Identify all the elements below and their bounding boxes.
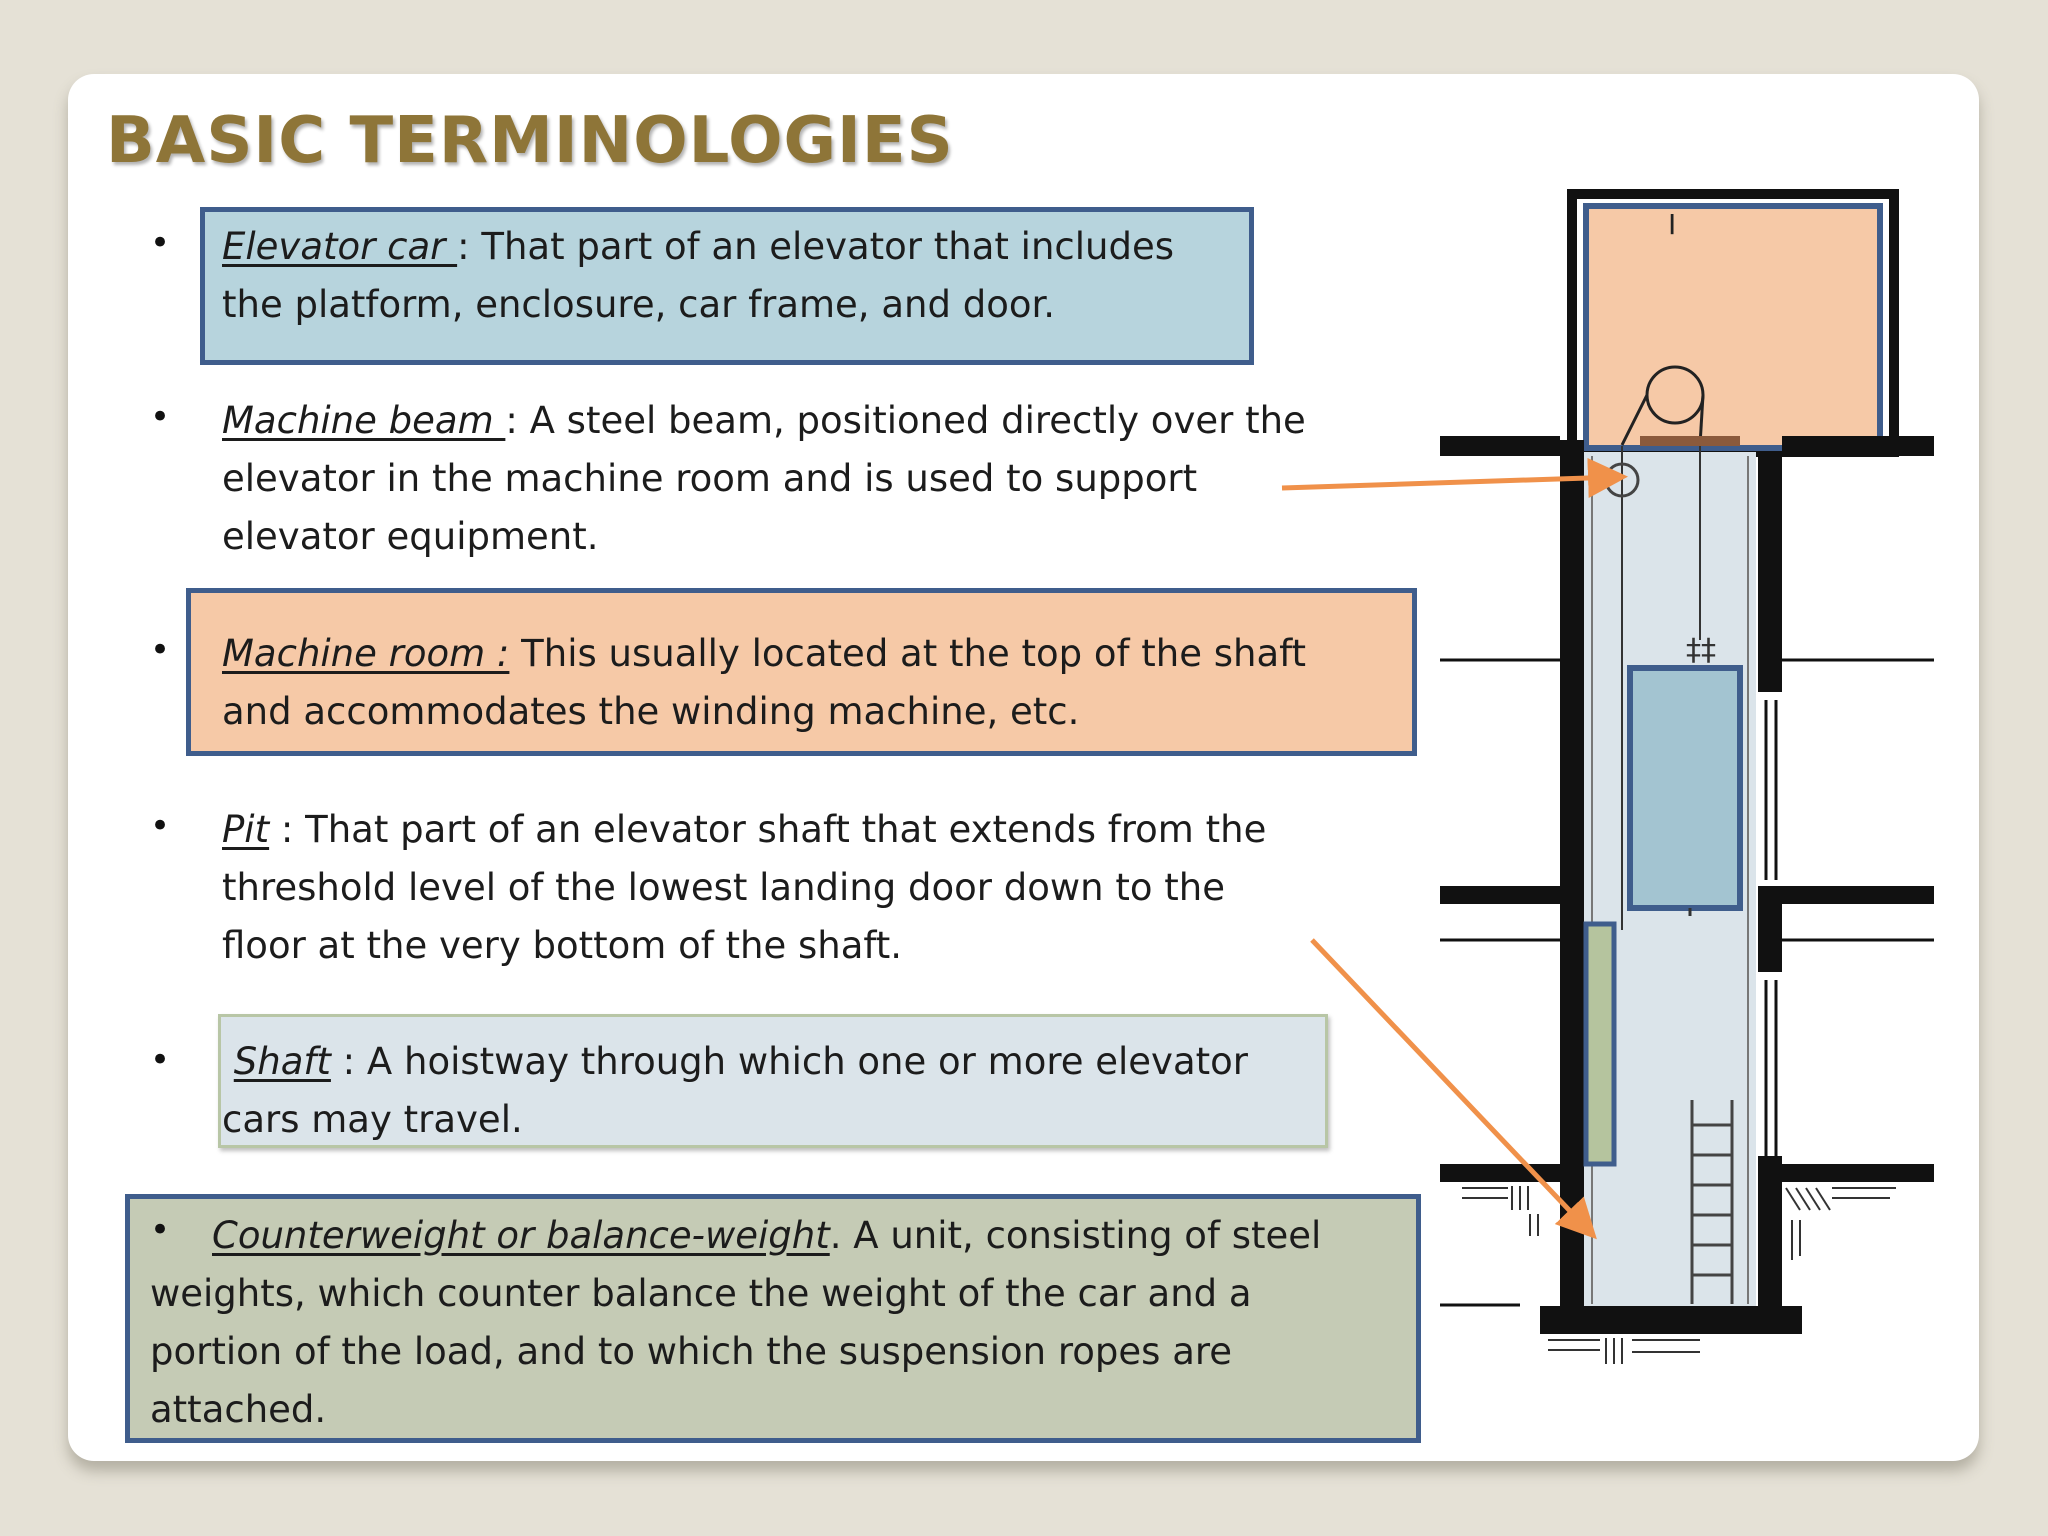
term-separator: :	[269, 808, 306, 851]
term-name: Elevator car	[222, 225, 458, 268]
bullet: •	[150, 397, 171, 437]
term-machine-room: Machine room : This usually located at t…	[222, 625, 1306, 741]
term-definition: A unit, consisting of steel	[853, 1214, 1322, 1257]
term-pit: Pit : That part of an elevator shaft tha…	[222, 801, 1266, 975]
term-shaft: Shaft : A hoistway through which one or …	[222, 1033, 1248, 1149]
floor-slab	[1782, 886, 1934, 904]
term-name: Counterweight or balance-weight	[212, 1214, 830, 1257]
page-title: BASIC TERMINOLOGIES	[106, 104, 954, 178]
term-definition: This usually located at the top of the s…	[521, 632, 1307, 675]
machine-beam	[1640, 436, 1740, 446]
term-definition: elevator equipment.	[222, 515, 599, 558]
term-elevator-car: Elevator car : That part of an elevator …	[222, 218, 1174, 334]
machine-room-box	[186, 588, 1417, 756]
counterweight	[1583, 921, 1617, 1167]
bullet: •	[150, 630, 171, 670]
term-definition: cars may travel.	[222, 1098, 523, 1141]
machine-room-highlight	[1583, 203, 1883, 451]
floor-slab	[1782, 436, 1934, 456]
term-separator: :	[457, 225, 482, 268]
term-definition: attached.	[150, 1388, 327, 1431]
elevator-car-box	[200, 207, 1254, 365]
term-separator: .	[829, 1214, 854, 1257]
term-name: Machine beam	[222, 399, 506, 442]
term-machine-beam: Machine beam : A steel beam, positioned …	[222, 392, 1306, 566]
term-separator: :	[505, 399, 530, 442]
term-name: Machine room :	[222, 632, 510, 675]
term-definition: portion of the load, and to which the su…	[150, 1330, 1233, 1373]
svg-text:‡‡: ‡‡	[1686, 633, 1716, 668]
term-definition: weights, which counter balance the weigh…	[150, 1272, 1252, 1315]
term-definition: A hoistway through which one or more ele…	[366, 1040, 1248, 1083]
term-definition: That part of an elevator shaft that exte…	[305, 808, 1267, 851]
bullet: •	[150, 806, 171, 846]
counterweight-box	[125, 1194, 1421, 1443]
term-separator: :	[330, 1040, 367, 1083]
term-definition: A steel beam, positioned directly over t…	[529, 399, 1306, 442]
bullet: •	[150, 1040, 171, 1080]
machine-beam-arrow	[1281, 457, 1628, 498]
term-definition: the platform, enclosure, car frame, and …	[222, 283, 1056, 326]
shaft-wall-left	[1560, 440, 1584, 1320]
term-name: Pit	[222, 808, 270, 851]
shaft-box	[218, 1014, 1328, 1148]
pit-floor	[1540, 1306, 1802, 1334]
floor-slab	[1440, 886, 1560, 904]
shaft-wall-right	[1758, 452, 1782, 692]
term-definition: and accommodates the winding machine, et…	[222, 690, 1080, 733]
elevator-car	[1627, 665, 1743, 911]
term-definition: threshold level of the lowest landing do…	[222, 866, 1225, 909]
hoist-symbol: I	[1668, 208, 1676, 241]
term-definition: elevator in the machine room and is used…	[222, 457, 1198, 500]
term-definition: floor at the very bottom of the shaft.	[222, 924, 903, 967]
term-definition: That part of an elevator that includes	[481, 225, 1175, 268]
floor-slab	[1782, 1164, 1934, 1182]
term-counterweight: Counterweight or balance-weight. A unit,…	[150, 1207, 1321, 1439]
floor-slab	[1440, 436, 1560, 456]
term-name: Shaft	[233, 1040, 331, 1083]
bullet: •	[150, 1210, 171, 1250]
bullet: •	[150, 223, 171, 263]
pit-arrow	[1310, 938, 1597, 1240]
